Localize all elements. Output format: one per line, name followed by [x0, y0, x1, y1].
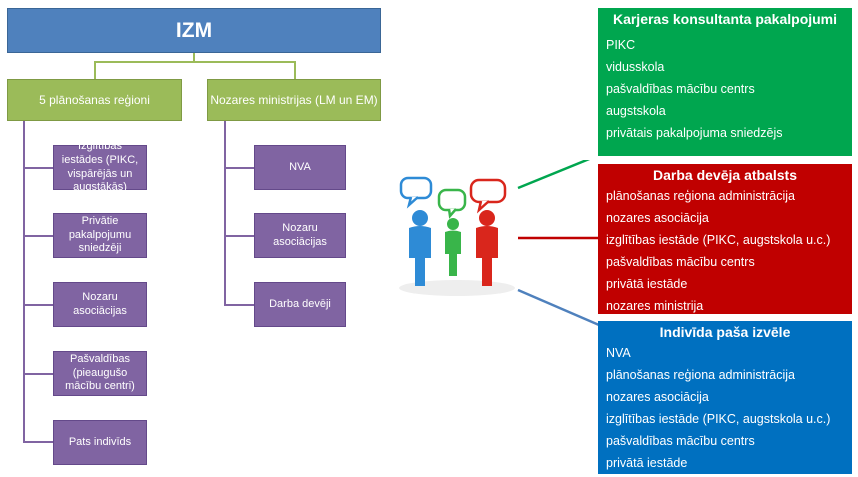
connector	[193, 53, 195, 62]
connector	[224, 167, 254, 169]
career-consultant-panel: Karjeras konsultanta pakalpojumi PIKC vi…	[598, 8, 852, 156]
list-item: vidusskola	[606, 60, 665, 74]
leaf-label: Nozaru asociācijas	[73, 290, 127, 317]
list-item: pašvaldības mācību centrs	[606, 255, 755, 269]
list-item: NVA	[606, 346, 631, 360]
list-item: izglītības iestāde (PIKC, augstskola u.c…	[606, 412, 831, 426]
connector	[23, 235, 53, 237]
connector	[23, 373, 53, 375]
list-item: nozares asociācija	[606, 390, 709, 404]
ministries-label: Nozares ministrijas (LM un EM)	[210, 93, 378, 107]
list-item: plānošanas reģiona administrācija	[606, 368, 796, 382]
leaf-municipalities: Pašvaldības (pieaugušo mācību centri)	[53, 351, 147, 396]
leaf-label: NVA	[289, 160, 311, 173]
people-talking-icon	[399, 176, 515, 296]
regions-box: 5 plānošanas reģioni	[7, 79, 182, 121]
leaf-label: Izglītības iestādes (PIKC, vispārējās un…	[61, 140, 139, 194]
list-item: privātais pakalpojuma sniedzējs	[606, 126, 783, 140]
list-item: plānošanas reģiona administrācija	[606, 189, 796, 203]
list-item: nozares ministrija	[606, 299, 704, 313]
panel-title: Darba devēja atbalsts	[653, 167, 797, 183]
connector	[94, 61, 296, 63]
leaf-education-institutions: Izglītības iestādes (PIKC, vispārējās un…	[53, 140, 147, 193]
list-item: nozares asociācija	[606, 211, 709, 225]
leaf-industry-associations: Nozaru asociācijas	[53, 282, 147, 327]
panel-title: Karjeras konsultanta pakalpojumi	[612, 11, 838, 27]
ministries-box: Nozares ministrijas (LM un EM)	[207, 79, 381, 121]
list-item: pašvaldības mācību centrs	[606, 434, 755, 448]
leaf-label: Pats indivīds	[68, 435, 132, 448]
individual-choice-panel: Indivīda paša izvēle NVA plānošanas reģi…	[598, 321, 852, 474]
connector	[94, 61, 96, 79]
leaf-label: Pašvaldības (pieaugušo mācību centri)	[65, 352, 135, 393]
leaf-label: Darba devēji	[269, 297, 331, 310]
root-label: IZM	[175, 18, 213, 42]
connector	[23, 304, 53, 306]
leaf-employers: Darba devēji	[254, 282, 346, 327]
individual-list: NVA plānošanas reģiona administrācija no…	[598, 342, 852, 474]
connector	[23, 167, 53, 169]
izm-root-box: IZM	[7, 8, 381, 53]
list-item: privātā iestāde	[606, 456, 688, 470]
career-list: PIKC vidusskola pašvaldības mācību centr…	[598, 34, 852, 144]
connector	[23, 441, 53, 443]
leaf-private-providers: Privātie pakalpojumu sniedzēji	[53, 213, 147, 258]
leaf-individual: Pats indivīds	[53, 420, 147, 465]
regions-label: 5 plānošanas reģioni	[39, 93, 150, 107]
employer-support-panel: Darba devēja atbalsts plānošanas reģiona…	[598, 164, 852, 314]
panel-title: Indivīda paša izvēle	[659, 324, 791, 340]
leaf-label: Nozaru asociācijas	[273, 221, 327, 248]
list-item: augstskola	[606, 104, 666, 118]
connector	[224, 235, 254, 237]
leaf-label: Privātie pakalpojumu sniedzēji	[68, 214, 132, 255]
connector	[23, 121, 25, 443]
list-item: PIKC	[606, 38, 636, 52]
connector	[224, 304, 254, 306]
list-item: pašvaldības mācību centrs	[606, 82, 755, 96]
list-item: izglītības iestāde (PIKC, augstskola u.c…	[606, 233, 831, 247]
leaf-industry-associations-ministry: Nozaru asociācijas	[254, 213, 346, 258]
connector	[224, 121, 226, 306]
panel-connectors	[517, 160, 600, 327]
leaf-nva: NVA	[254, 145, 346, 190]
employer-list: plānošanas reģiona administrācija nozare…	[598, 185, 852, 317]
list-item: privātā iestāde	[606, 277, 688, 291]
connector	[294, 61, 296, 79]
